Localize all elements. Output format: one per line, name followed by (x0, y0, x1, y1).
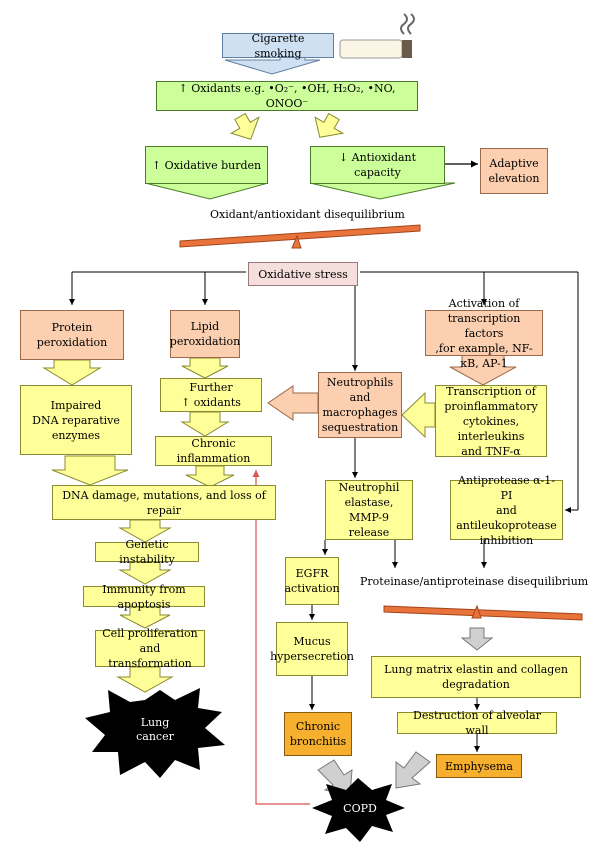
protein-peroxidation-node: Protein peroxidation (20, 310, 124, 360)
lipid-down-arrow (181, 357, 229, 379)
transcription-activation-node: Activation of transcription factors ,for… (425, 297, 543, 370)
dna-damage-node: DNA damage, mutations, and loss of repai… (52, 485, 276, 520)
egfr-activation-node: EGFR activation (284, 557, 340, 605)
chronic-inflammation-node: Chronic inflammation (155, 436, 272, 466)
seesaw-oxidant (179, 224, 421, 249)
antioxidant-capacity-node: ↓ Antioxidant capacity (310, 146, 445, 184)
cigarette-smoking-node: Cigarette smoking (222, 32, 334, 60)
genetic-instability-node: Genetic instability (95, 538, 199, 566)
oxidative-stress-node: Oxidative stress (248, 262, 358, 286)
lipid-peroxidation-node: Lipid peroxidation (170, 310, 240, 358)
impaired-down-arrow (51, 455, 129, 486)
neutrophils-macrophages-node: Neutrophils and macrophages sequestratio… (318, 372, 402, 438)
burden-down-arrow (144, 182, 269, 200)
oxidant-disequilibrium-label: Oxidant/antioxidant disequilibrium (210, 208, 405, 221)
neutrophil-elastase-node: Neutrophil elastase, MMP-9 release (325, 480, 413, 540)
transcription-down-arrow (449, 354, 517, 386)
further-oxidants-node: Further ↑ oxidants (160, 378, 262, 412)
copd-burst (312, 778, 405, 842)
antiprotease-inhibition-node: Antiprotease α-1-PI and antileukoproteas… (450, 474, 563, 547)
protein-down-arrow (42, 359, 102, 386)
antiox-down-arrow (309, 182, 456, 200)
immunity-down-arrow (119, 606, 171, 629)
impaired-dna-enzymes-node: Impaired DNA reparative enzymes (20, 385, 132, 455)
further-down-arrow (180, 411, 230, 437)
proteinase-disequilibrium-label: Proteinase/antiproteinase disequilibrium (360, 575, 589, 588)
oxidants-to-burden-arrow (229, 112, 260, 140)
cigarette-icon (339, 13, 415, 59)
proinflam-to-neutrophils-arrow (401, 391, 436, 439)
chronic-down-arrow (185, 465, 235, 488)
cellprolif-down-arrow (116, 666, 174, 693)
chronic-bronchitis-node: Chronic bronchitis (284, 712, 352, 756)
cell-proliferation-node: Cell proliferation and transformation (95, 627, 205, 670)
copd-label: COPD (343, 802, 377, 815)
copd-feedback-line (252, 470, 310, 805)
emphysema-to-copd-arrow (395, 751, 431, 789)
alveolar-wall-destruction-node: Destruction of alveolar wall (397, 709, 557, 737)
neutrophils-to-further-arrow (267, 385, 319, 421)
genetic-down-arrow (118, 561, 172, 585)
lung-matrix-degradation-node: Lung matrix elastin and collagen degrada… (371, 656, 581, 698)
mucus-hypersecretion-node: Mucus hypersecretion (270, 622, 354, 676)
proteinase-down-arrow (460, 627, 494, 651)
immunity-from-apoptosis-node: Immunity from apoptosis (83, 583, 205, 611)
lung-cancer-burst (85, 688, 225, 778)
oxidants-to-antiox-arrow (314, 112, 345, 138)
oxidative-burden-node: ↑ Oxidative burden (145, 146, 268, 184)
proinflammatory-transcription-node: Transcription of proinflammatory cytokin… (435, 385, 547, 458)
seesaw-proteinase (383, 604, 583, 621)
oxidants-node: ↑ Oxidants e.g. •O₂⁻, •OH, H₂O₂, •NO, ON… (156, 81, 418, 111)
dna-down-arrow (118, 519, 172, 543)
emphysema-node: Emphysema (436, 754, 522, 778)
adaptive-elevation-node: Adaptive elevation (480, 148, 548, 194)
lung-cancer-label: Lung cancer (136, 716, 174, 743)
